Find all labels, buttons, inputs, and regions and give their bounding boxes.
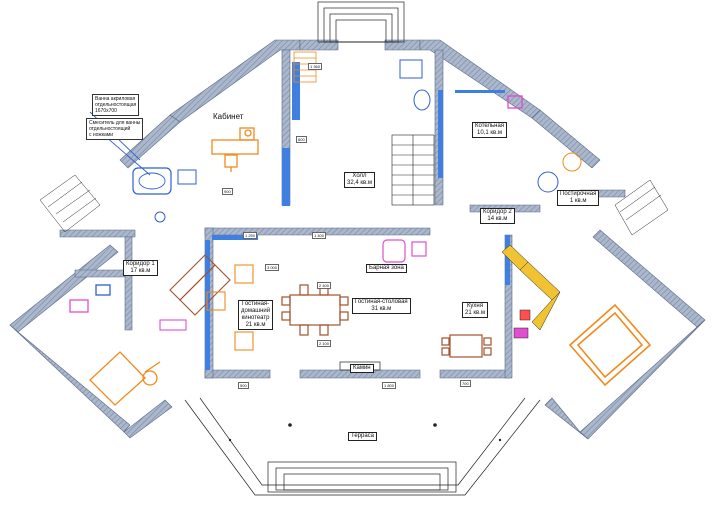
dining-table: [281, 284, 349, 336]
dim-tag: 700: [460, 380, 471, 387]
terrace-outline: [184, 397, 541, 496]
room-label-hall: Холл 32,4 кв.м: [344, 172, 375, 188]
room-label-corridor2: Коридор 2 14 кв.м: [480, 208, 515, 224]
note-mixer: Смеситель для ванны отдельностоящий с но…: [86, 118, 144, 140]
label-terrace: Терраса: [348, 432, 378, 441]
room-label-laundry: Постирочная 1 кв.м: [557, 190, 600, 206]
laundry-name: Постирочная: [560, 191, 597, 197]
bar-zone: [382, 239, 427, 263]
dim-tag: 900: [222, 188, 233, 195]
exterior-walls: [9, 39, 706, 440]
note-mixer-line-1: Смеситель для ванны: [89, 120, 141, 126]
boiler-area: 10,1 кв.м: [477, 130, 502, 136]
cinema-name-2: домашний: [241, 308, 271, 314]
corridor1-area: 17 кв.м: [130, 268, 151, 274]
gym-equipment: [69, 284, 161, 406]
upper-right-fixtures: [399, 59, 582, 193]
dim-tag: 2 100: [317, 340, 332, 347]
dim-tag: 2 400: [317, 282, 332, 289]
top-porch: [317, 1, 405, 43]
label-bar-zone: Барная зона: [366, 264, 407, 273]
note-mixer-line-2: отдельностоящий: [89, 126, 131, 132]
cinema-name-3: кинотеатр: [241, 315, 270, 321]
room-label-kitchen: Кухня 21 кв.м: [462, 302, 488, 318]
billiard-table: [568, 303, 652, 387]
living-furniture: [159, 254, 254, 351]
kitchen-name: Кухня: [466, 303, 483, 309]
kitchen-area: 21 кв.м: [465, 310, 485, 316]
dim-tag: 1 250: [243, 232, 258, 239]
hall-name: Холл: [352, 173, 367, 179]
corridor1-name: Коридор 1: [126, 261, 155, 267]
corridor2-name: Коридор 2: [483, 209, 512, 215]
dim-tag: 1 400: [312, 232, 327, 239]
note-bath-line-3: 1670х700: [95, 108, 117, 114]
kitchen-table: [441, 334, 492, 358]
dim-tag: 1 800: [382, 382, 397, 389]
side-steps: [39, 174, 669, 236]
note-bath: Ванна акриловая отдельностоящая 1670х700: [92, 94, 140, 116]
cabinet-desk: [211, 127, 259, 172]
hall-area: 32,4 кв.м: [347, 180, 372, 186]
hall-staircase: [391, 134, 435, 206]
boiler-name: Котельная: [475, 123, 505, 129]
cinema-name: Гостиная-: [241, 301, 270, 307]
dim-tag: 600: [296, 136, 307, 143]
note-bath-line-2: отдельностоящая: [95, 102, 137, 108]
living-area: 31 кв.м: [371, 306, 392, 312]
cinema-area: 21 кв.м: [245, 322, 266, 328]
room-label-living: Гостиная-столовая 31 кв.м: [352, 298, 411, 314]
kitchen-counters: [501, 244, 561, 339]
note-mixer-line-3: с ножками: [89, 132, 114, 138]
terrace-posts: [228, 423, 502, 442]
room-label-corridor1: Коридор 1 17 кв.м: [123, 260, 158, 276]
dim-tag: 1 360: [308, 63, 323, 70]
label-fireplace: Камин: [350, 364, 374, 373]
room-label-cabinet: Кабинет: [213, 112, 244, 121]
room-label-cinema: Гостиная- домашний кинотеатр 21 кв.м: [238, 300, 274, 330]
note-bath-line-1: Ванна акриловая: [95, 96, 136, 102]
room-label-boiler: Котельная 10,1 кв.м: [472, 122, 508, 138]
living-name: Гостиная-столовая: [355, 299, 408, 305]
dim-tag: 3 000: [265, 264, 280, 271]
laundry-area: 1 кв.м: [569, 198, 587, 204]
dim-tag: 500: [238, 382, 249, 389]
corridor2-area: 14 кв.м: [487, 216, 508, 222]
